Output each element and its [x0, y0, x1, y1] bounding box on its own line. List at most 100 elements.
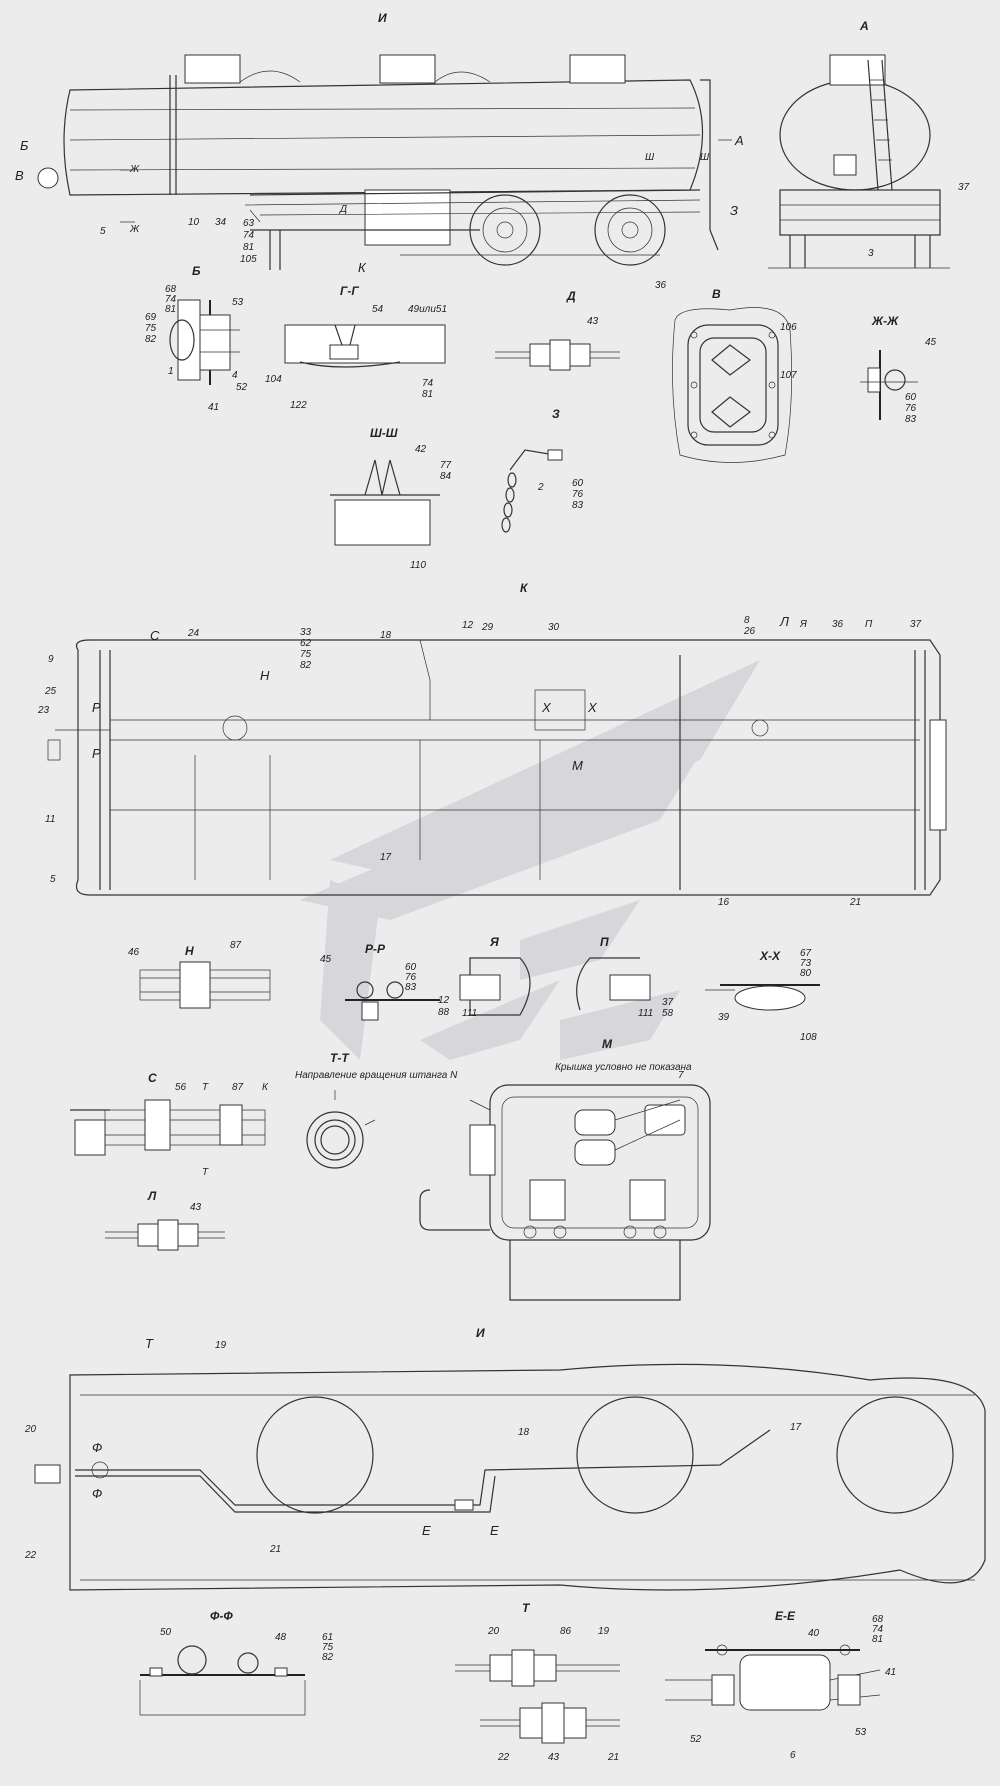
section-gg [284, 324, 446, 368]
svg-text:81: 81 [243, 242, 254, 253]
section-ff-callouts: 50 48 61 75 82 [160, 1627, 334, 1663]
view-title-tt: Т-Т [330, 1051, 350, 1065]
svg-text:75: 75 [145, 323, 157, 334]
svg-text:А: А [734, 133, 744, 148]
side-view-tanker [37, 54, 719, 270]
section-xx-callouts: 67 73 80 39 108 [718, 948, 817, 1043]
svg-text:22: 22 [497, 1752, 510, 1763]
svg-text:62: 62 [300, 638, 312, 649]
detail-n [139, 961, 271, 1009]
view-title-rr: Р-Р [365, 942, 386, 956]
svg-text:Я: Я [799, 619, 807, 630]
detail-z-callouts: 2 60 76 83 [537, 478, 584, 511]
svg-text:Д: Д [339, 204, 347, 215]
svg-text:В: В [15, 168, 24, 183]
svg-text:26: 26 [743, 626, 756, 637]
svg-text:12: 12 [462, 620, 474, 631]
view-title-s: С [148, 1071, 157, 1085]
svg-text:77: 77 [440, 460, 452, 471]
view-title-zhzh: Ж-Ж [871, 314, 899, 328]
view-title-ya: Я [489, 935, 499, 949]
view-title-xx: Х-Х [759, 949, 781, 963]
svg-text:16: 16 [718, 897, 730, 908]
svg-text:11: 11 [45, 814, 55, 825]
svg-text:41: 41 [208, 402, 219, 413]
plan-view-i [34, 1363, 986, 1591]
svg-text:Р: Р [92, 700, 101, 715]
svg-text:82: 82 [300, 660, 312, 671]
svg-text:2: 2 [537, 482, 544, 493]
svg-text:87: 87 [232, 1082, 244, 1093]
callout-l-43: 43 [190, 1202, 202, 1213]
view-title-i-bottom: И [476, 1326, 485, 1340]
svg-text:З: З [730, 203, 738, 218]
svg-text:Ф: Ф [92, 1440, 102, 1455]
svg-text:63: 63 [243, 218, 255, 229]
svg-text:22: 22 [24, 1550, 37, 1561]
svg-text:69: 69 [145, 312, 157, 323]
svg-text:60: 60 [572, 478, 584, 489]
svg-text:21: 21 [269, 1544, 281, 1555]
view-title-m: М [602, 1037, 613, 1051]
section-tt [306, 1090, 376, 1169]
svg-text:53: 53 [232, 297, 244, 308]
svg-text:52: 52 [236, 382, 248, 393]
svg-text:81: 81 [165, 304, 176, 315]
svg-text:19: 19 [215, 1340, 227, 1351]
svg-text:76: 76 [905, 403, 917, 414]
svg-text:Ш: Ш [700, 152, 710, 163]
callout-ya-12: 12 [438, 995, 450, 1006]
svg-text:84: 84 [440, 471, 452, 482]
svg-text:6: 6 [790, 1750, 796, 1761]
svg-text:25: 25 [44, 686, 57, 697]
svg-text:39: 39 [718, 1012, 730, 1023]
svg-text:Р: Р [92, 746, 101, 761]
svg-text:Л: Л [779, 614, 789, 629]
callout-ya-111: 111 [462, 1008, 477, 1019]
callout-v-107: 107 [780, 370, 797, 381]
view-title-b: Б [192, 264, 201, 278]
svg-text:108: 108 [800, 1032, 817, 1043]
svg-text:56: 56 [175, 1082, 187, 1093]
callout-ya-88: 88 [438, 1007, 450, 1018]
svg-text:18: 18 [380, 630, 392, 641]
detail-z [501, 449, 563, 533]
view-tt-note: Направление вращения штанга N [295, 1070, 458, 1081]
view-title-k: К [520, 581, 529, 595]
svg-text:24: 24 [187, 628, 200, 639]
svg-text:П: П [865, 619, 873, 630]
svg-text:Ш: Ш [645, 152, 655, 163]
detail-b-callouts: 68 74 81 53 69 75 82 1 4 52 41 [145, 284, 248, 413]
svg-text:105: 105 [240, 254, 257, 265]
svg-text:43: 43 [548, 1752, 560, 1763]
svg-text:33: 33 [300, 627, 312, 638]
svg-text:49или51: 49или51 [408, 304, 447, 315]
svg-text:21: 21 [607, 1752, 619, 1763]
section-zhzh [860, 350, 918, 420]
svg-text:С: С [150, 628, 160, 643]
svg-text:8: 8 [744, 615, 750, 626]
callout-a-37: 37 [958, 182, 970, 193]
svg-text:40: 40 [808, 1628, 820, 1639]
section-zhzh-callouts: 45 60 76 83 [905, 337, 937, 425]
svg-text:Е: Е [490, 1523, 499, 1538]
svg-text:83: 83 [905, 414, 917, 425]
svg-text:20: 20 [24, 1424, 37, 1435]
svg-text:4: 4 [232, 370, 238, 381]
view-title-t: Т [522, 1601, 531, 1615]
detail-p [576, 957, 651, 1011]
detail-m [419, 1084, 711, 1301]
detail-b [169, 299, 240, 385]
svg-text:Ж: Ж [129, 224, 140, 235]
svg-text:1: 1 [168, 366, 174, 377]
callout-p-58: 58 [662, 1008, 674, 1019]
svg-text:21: 21 [849, 897, 861, 908]
svg-text:5: 5 [100, 226, 106, 237]
detail-l [105, 1219, 225, 1251]
view-title-shsh: Ш-Ш [370, 426, 398, 440]
svg-text:74: 74 [243, 230, 255, 241]
svg-text:Т: Т [202, 1167, 209, 1178]
detail-s [70, 1099, 266, 1156]
view-title-a: А [859, 19, 869, 33]
